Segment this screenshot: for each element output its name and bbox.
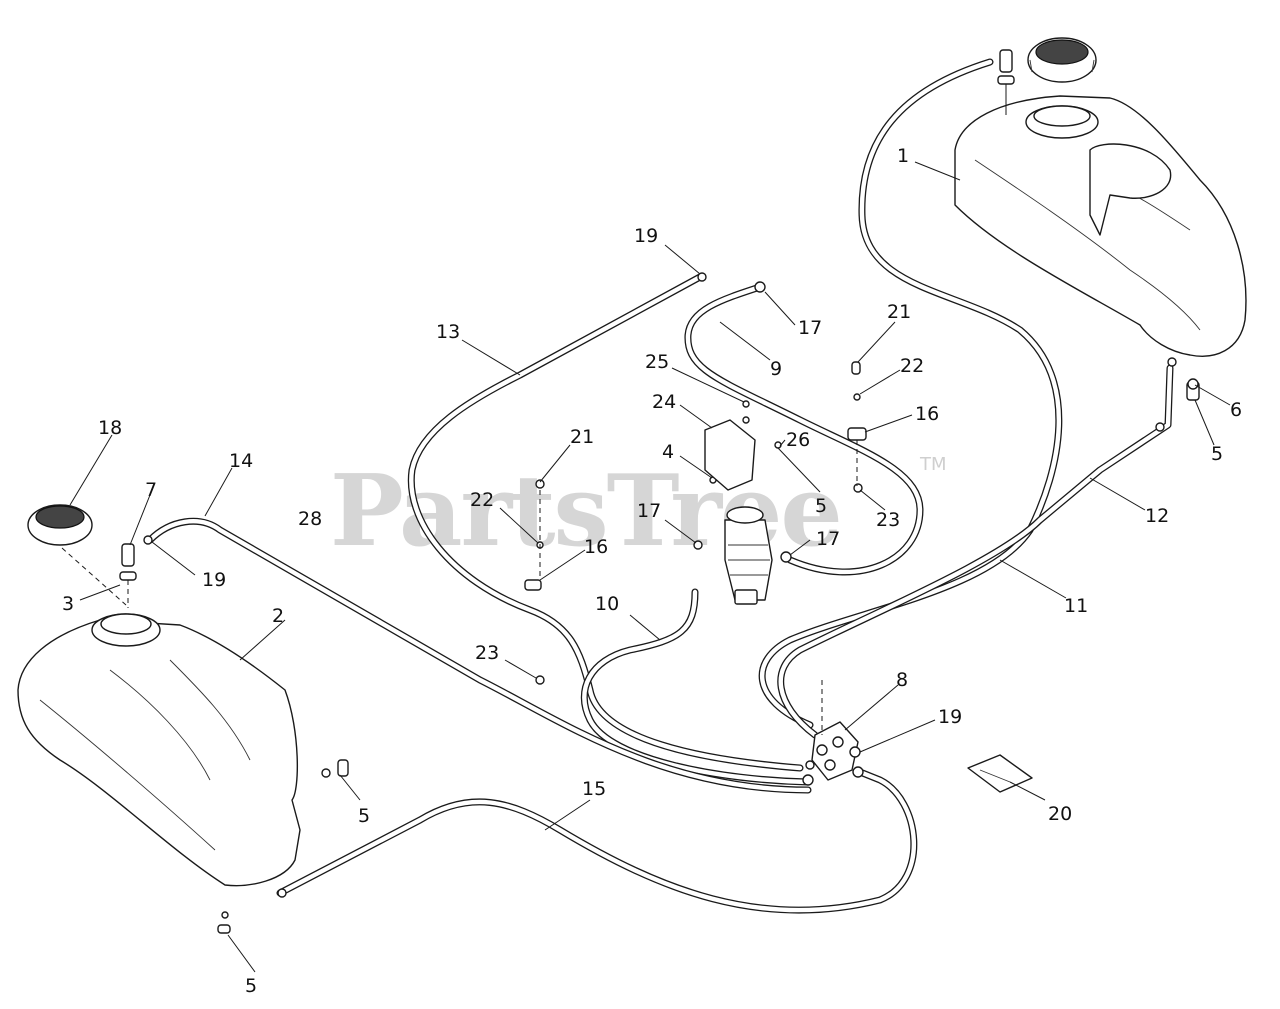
hose-14 bbox=[146, 517, 812, 794]
left-tank-cap bbox=[27, 504, 127, 606]
callout-19-top: 19 bbox=[634, 225, 658, 247]
callout-3: 3 bbox=[62, 593, 74, 615]
hose-15 bbox=[276, 768, 918, 914]
callout-8: 8 bbox=[896, 669, 908, 691]
mounting-bracket bbox=[704, 419, 756, 491]
callout-21-left: 21 bbox=[570, 426, 594, 448]
callout-23-left: 23 bbox=[475, 642, 499, 664]
callout-16-right: 16 bbox=[915, 403, 939, 425]
callout-17-top: 17 bbox=[798, 317, 822, 339]
left-fuel-tank bbox=[17, 613, 301, 887]
callout-10: 10 bbox=[595, 593, 619, 615]
watermark-trademark-text: TM bbox=[919, 454, 947, 475]
callout-leader-lines bbox=[69, 161, 1231, 973]
callout-18: 18 bbox=[98, 417, 122, 439]
callout-17-filter-right: 17 bbox=[816, 528, 840, 550]
callout-26: 26 bbox=[786, 429, 810, 451]
callout-22-right: 22 bbox=[900, 355, 924, 377]
callout-19-left: 19 bbox=[202, 569, 226, 591]
callout-12: 12 bbox=[1145, 505, 1169, 527]
callout-5-left-tank-side: 5 bbox=[358, 805, 370, 827]
right-tank-vent-fitting bbox=[997, 49, 1015, 115]
callout-22-left: 22 bbox=[470, 489, 494, 511]
callout-6: 6 bbox=[1230, 399, 1242, 421]
callout-5-left-tank-bottom: 5 bbox=[245, 975, 257, 997]
callout-5-bracket: 5 bbox=[815, 495, 827, 517]
callout-21-right: 21 bbox=[887, 301, 911, 323]
plate-decal bbox=[967, 754, 1033, 793]
callout-16-left: 16 bbox=[584, 536, 608, 558]
right-tank-cap bbox=[1027, 37, 1097, 83]
hose-12 bbox=[777, 364, 1174, 739]
callout-25: 25 bbox=[645, 351, 669, 373]
callout-15: 15 bbox=[582, 778, 606, 800]
callout-5-right-tank: 5 bbox=[1211, 443, 1223, 465]
hose-13 bbox=[407, 273, 804, 772]
callout-23-right: 23 bbox=[876, 509, 900, 531]
callout-9: 9 bbox=[770, 358, 782, 380]
callout-4: 4 bbox=[662, 441, 674, 463]
hose-11 bbox=[758, 58, 1063, 729]
callout-14: 14 bbox=[229, 450, 253, 472]
callout-28: 28 bbox=[298, 508, 322, 530]
callout-labels: 1 2 3 4 5 5 5 5 6 7 8 9 10 11 12 13 14 1… bbox=[62, 145, 1242, 997]
fuel-manifold-valve bbox=[802, 680, 864, 786]
callout-24: 24 bbox=[652, 391, 676, 413]
callout-11: 11 bbox=[1064, 595, 1088, 617]
fuel-filter bbox=[724, 506, 773, 605]
callout-7: 7 bbox=[145, 479, 157, 501]
callout-17-filter-left: 17 bbox=[637, 500, 661, 522]
hose-clamps-and-fittings bbox=[143, 272, 1200, 934]
hose-9 bbox=[684, 283, 924, 576]
hose-10 bbox=[580, 588, 812, 786]
callout-19-manifold: 19 bbox=[938, 706, 962, 728]
callout-20: 20 bbox=[1048, 803, 1072, 825]
fuel-hoses bbox=[146, 58, 1174, 914]
right-fuel-tank bbox=[954, 95, 1247, 357]
callout-1: 1 bbox=[897, 145, 909, 167]
callout-13: 13 bbox=[436, 321, 460, 343]
left-tank-vent-fitting bbox=[119, 543, 137, 608]
callout-2: 2 bbox=[272, 605, 284, 627]
